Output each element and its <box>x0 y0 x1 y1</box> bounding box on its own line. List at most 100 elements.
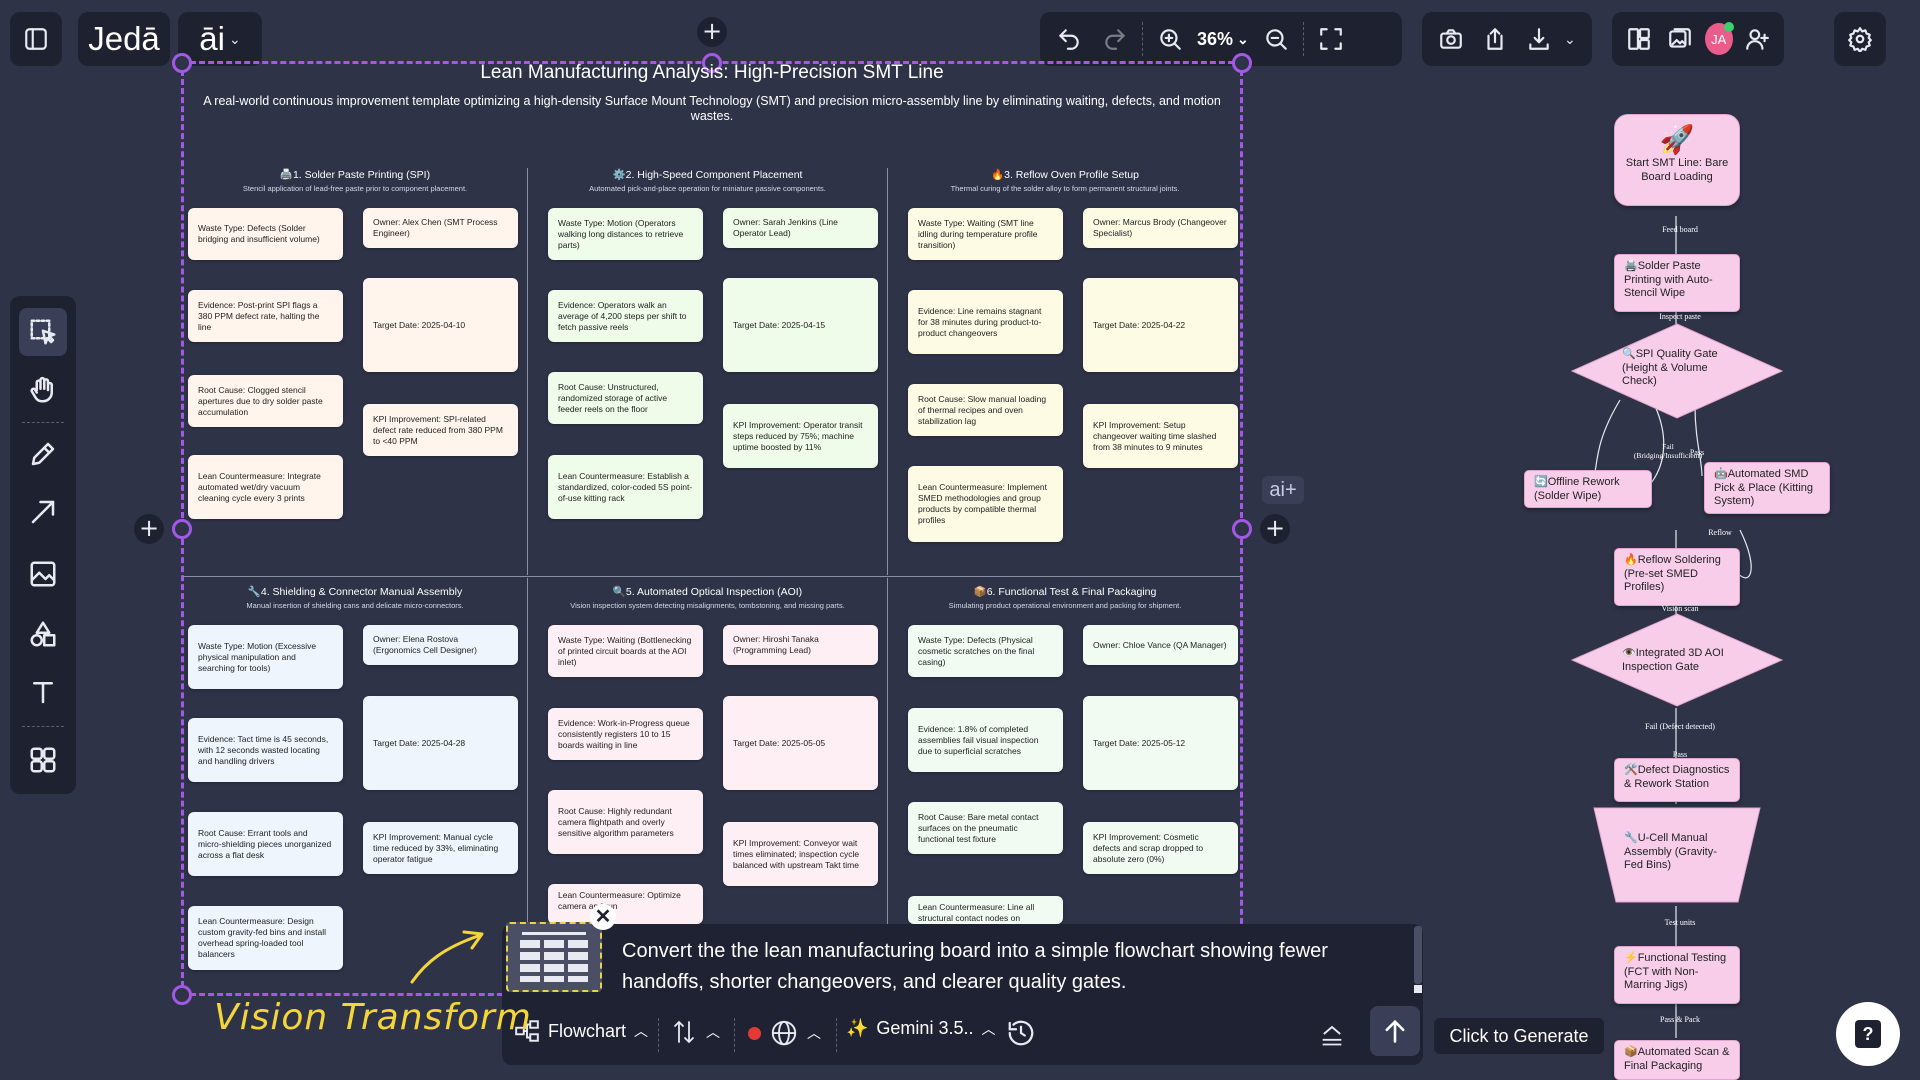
sticky-note[interactable]: Target Date: 2025-05-05 <box>723 696 878 790</box>
sticky-note[interactable]: Evidence: Operators walk an average of 4… <box>548 290 703 342</box>
sticky-note[interactable]: Target Date: 2025-04-22 <box>1083 278 1238 372</box>
sticky-note[interactable]: Waste Type: Motion (Operators walking lo… <box>548 208 703 260</box>
sticky-note[interactable]: Evidence: 1.8% of completed assemblies f… <box>908 708 1063 772</box>
flow-node[interactable]: 🖨️Solder Paste Printing with Auto-Stenci… <box>1614 254 1740 312</box>
sticky-note[interactable]: KPI Improvement: Operator transit steps … <box>723 404 878 468</box>
attached-board-thumbnail[interactable] <box>506 922 602 992</box>
sticky-note[interactable]: Waste Type: Defects (Solder bridging and… <box>188 208 343 260</box>
flow-node[interactable]: 🛠️Defect Diagnostics & Rework Station <box>1614 758 1740 802</box>
sticky-note[interactable]: Lean Countermeasure: Establish a standar… <box>548 455 703 519</box>
sticky-note[interactable]: KPI Improvement: Conveyor wait times eli… <box>723 822 878 886</box>
sidebar-toggle-icon[interactable] <box>17 20 55 58</box>
prompt-scrollbar[interactable] <box>1414 926 1422 984</box>
flow-node-trapezoid[interactable]: 🔧U-Cell Manual Assembly (Gravity-Fed Bin… <box>1592 806 1762 904</box>
help-button[interactable]: ? <box>1836 1002 1900 1066</box>
chevron-down-icon[interactable]: ⌄ <box>1564 30 1576 47</box>
select-tool-icon[interactable] <box>19 308 67 356</box>
sticky-note[interactable]: KPI Improvement: SPI-related defect rate… <box>363 404 518 456</box>
sticky-note[interactable]: Target Date: 2025-04-15 <box>723 278 878 372</box>
sticky-note[interactable]: Owner: Chloe Vance (QA Manager) <box>1083 625 1238 665</box>
shapes-tool-icon[interactable] <box>19 610 67 658</box>
sticky-note[interactable]: Root Cause: Errant tools and micro-shiel… <box>188 812 343 876</box>
sticky-note[interactable]: Evidence: Tact time is 45 seconds, with … <box>188 718 343 782</box>
sticky-note[interactable]: KPI Improvement: Cosmetic defects and sc… <box>1083 822 1238 874</box>
undo-icon[interactable] <box>1050 20 1088 58</box>
text-tool-icon[interactable] <box>19 668 67 716</box>
sticky-note[interactable]: Root Cause: Unstructured, randomized sto… <box>548 372 703 424</box>
sticky-note[interactable]: Root Cause: Bare metal contact surfaces … <box>908 802 1063 854</box>
sticky-note[interactable]: Target Date: 2025-04-28 <box>363 696 518 790</box>
sticky-note[interactable]: Lean Countermeasure: Implement SMED meth… <box>908 466 1063 542</box>
sticky-note[interactable]: Target Date: 2025-05-12 <box>1083 696 1238 790</box>
generate-button[interactable] <box>1370 1006 1420 1056</box>
flow-node[interactable]: 🤖Automated SMD Pick & Place (Kitting Sys… <box>1704 462 1830 514</box>
resize-handle[interactable] <box>172 985 192 1005</box>
app-logo[interactable]: Jedā <box>78 12 170 66</box>
sticky-note[interactable]: Lean Countermeasure: Integrate automated… <box>188 455 343 519</box>
flow-node[interactable]: 🔥Reflow Soldering (Pre-set SMED Profiles… <box>1614 548 1740 606</box>
camera-icon[interactable] <box>1432 20 1470 58</box>
resize-handle[interactable] <box>172 53 192 73</box>
direction-selector[interactable]: ︿ <box>672 1018 720 1046</box>
ai-plus-button[interactable]: ai+ <box>1262 476 1304 504</box>
upload-icon[interactable] <box>1476 20 1514 58</box>
add-user-icon[interactable] <box>1741 20 1774 58</box>
sticky-note[interactable]: Owner: Sarah Jenkins (Line Operator Lead… <box>723 208 878 248</box>
add-above-button[interactable]: + <box>697 17 727 47</box>
sticky-note[interactable]: Waste Type: Waiting (SMT line idling dur… <box>908 208 1063 260</box>
sticky-note[interactable]: Root Cause: Clogged stencil apertures du… <box>188 375 343 427</box>
hand-tool-icon[interactable] <box>19 366 67 414</box>
resize-handle[interactable] <box>1232 519 1252 539</box>
image-tool-icon[interactable] <box>19 550 67 598</box>
ai-menu-button[interactable]: āi ⌄ <box>178 12 262 66</box>
scroll-arrow-icon[interactable] <box>1414 985 1422 993</box>
collapse-panel-button[interactable] <box>1318 1020 1346 1048</box>
mode-selector[interactable]: Flowchart ︿ <box>514 1018 648 1044</box>
flow-node[interactable]: ⚡Functional Testing (FCT with Non-Marrin… <box>1614 946 1740 1004</box>
gallery-icon[interactable] <box>1663 20 1696 58</box>
zoom-out-icon[interactable] <box>1257 20 1295 58</box>
sticky-note[interactable]: Root Cause: Slow manual loading of therm… <box>908 384 1063 436</box>
avatar[interactable]: JA <box>1704 22 1734 55</box>
grid-apps-icon[interactable] <box>19 736 67 784</box>
gear-icon[interactable] <box>1841 20 1879 58</box>
flow-decision[interactable]: 🔍SPI Quality Gate (Height & Volume Check… <box>1570 322 1784 420</box>
fit-screen-icon[interactable] <box>1312 20 1350 58</box>
sticky-note[interactable]: KPI Improvement: Manual cycle time reduc… <box>363 822 518 874</box>
sticky-note[interactable]: KPI Improvement: Setup changeover waitin… <box>1083 404 1238 468</box>
flow-node[interactable]: 🔄Offline Rework (Solder Wipe) <box>1524 470 1652 508</box>
sticky-note[interactable]: Owner: Hiroshi Tanaka (Programming Lead) <box>723 625 878 665</box>
add-left-button[interactable]: + <box>134 514 164 544</box>
resize-handle[interactable] <box>702 53 722 73</box>
history-button[interactable] <box>1006 1018 1036 1048</box>
pencil-tool-icon[interactable] <box>19 430 67 478</box>
sticky-note[interactable]: Lean Countermeasure: Line all structural… <box>908 896 1063 924</box>
flow-node[interactable]: 📦Automated Scan & Final Packaging <box>1614 1040 1740 1080</box>
add-right-button[interactable]: + <box>1260 514 1290 544</box>
sticky-note[interactable]: Evidence: Work-in-Progress queue consist… <box>548 708 703 760</box>
arrow-tool-icon[interactable] <box>19 488 67 536</box>
resize-handle[interactable] <box>1232 53 1252 73</box>
sticky-note[interactable]: Evidence: Post-print SPI flags a 380 PPM… <box>188 290 343 342</box>
sticky-note[interactable]: Waste Type: Motion (Excessive physical m… <box>188 625 343 689</box>
prompt-text[interactable]: Convert the the lean manufacturing board… <box>622 940 1328 993</box>
redo-icon[interactable] <box>1096 20 1134 58</box>
sticky-note[interactable]: Lean Countermeasure: Design custom gravi… <box>188 906 343 970</box>
sticky-note[interactable]: Root Cause: Highly redundant camera flig… <box>548 790 703 854</box>
language-selector[interactable]: ︿ <box>748 1018 821 1048</box>
model-selector[interactable]: ✨ Gemini 3.5.. ︿ <box>846 1018 995 1039</box>
sticky-note[interactable]: Target Date: 2025-04-10 <box>363 278 518 372</box>
sticky-note[interactable]: Owner: Alex Chen (SMT Process Engineer) <box>363 208 518 248</box>
flow-decision[interactable]: 👁️Integrated 3D AOI Inspection Gate <box>1570 612 1784 708</box>
sticky-note[interactable]: Waste Type: Waiting (Bottlenecking of pr… <box>548 625 703 677</box>
close-attachment-icon[interactable]: ✕ <box>590 904 616 930</box>
resize-handle[interactable] <box>172 519 192 539</box>
sticky-note[interactable]: Owner: Elena Rostova (Ergonomics Cell De… <box>363 625 518 665</box>
sticky-note[interactable]: Owner: Marcus Brody (Changeover Speciali… <box>1083 208 1238 248</box>
zoom-level[interactable]: 36%⌄ <box>1197 29 1249 50</box>
zoom-in-icon[interactable] <box>1151 20 1189 58</box>
flow-node-start[interactable]: 🚀 Start SMT Line: Bare Board Loading <box>1614 114 1740 206</box>
sticky-note[interactable]: Evidence: Line remains stagnant for 38 m… <box>908 290 1063 354</box>
sticky-note[interactable]: Waste Type: Defects (Physical cosmetic s… <box>908 625 1063 677</box>
layout-icon[interactable] <box>1622 20 1655 58</box>
